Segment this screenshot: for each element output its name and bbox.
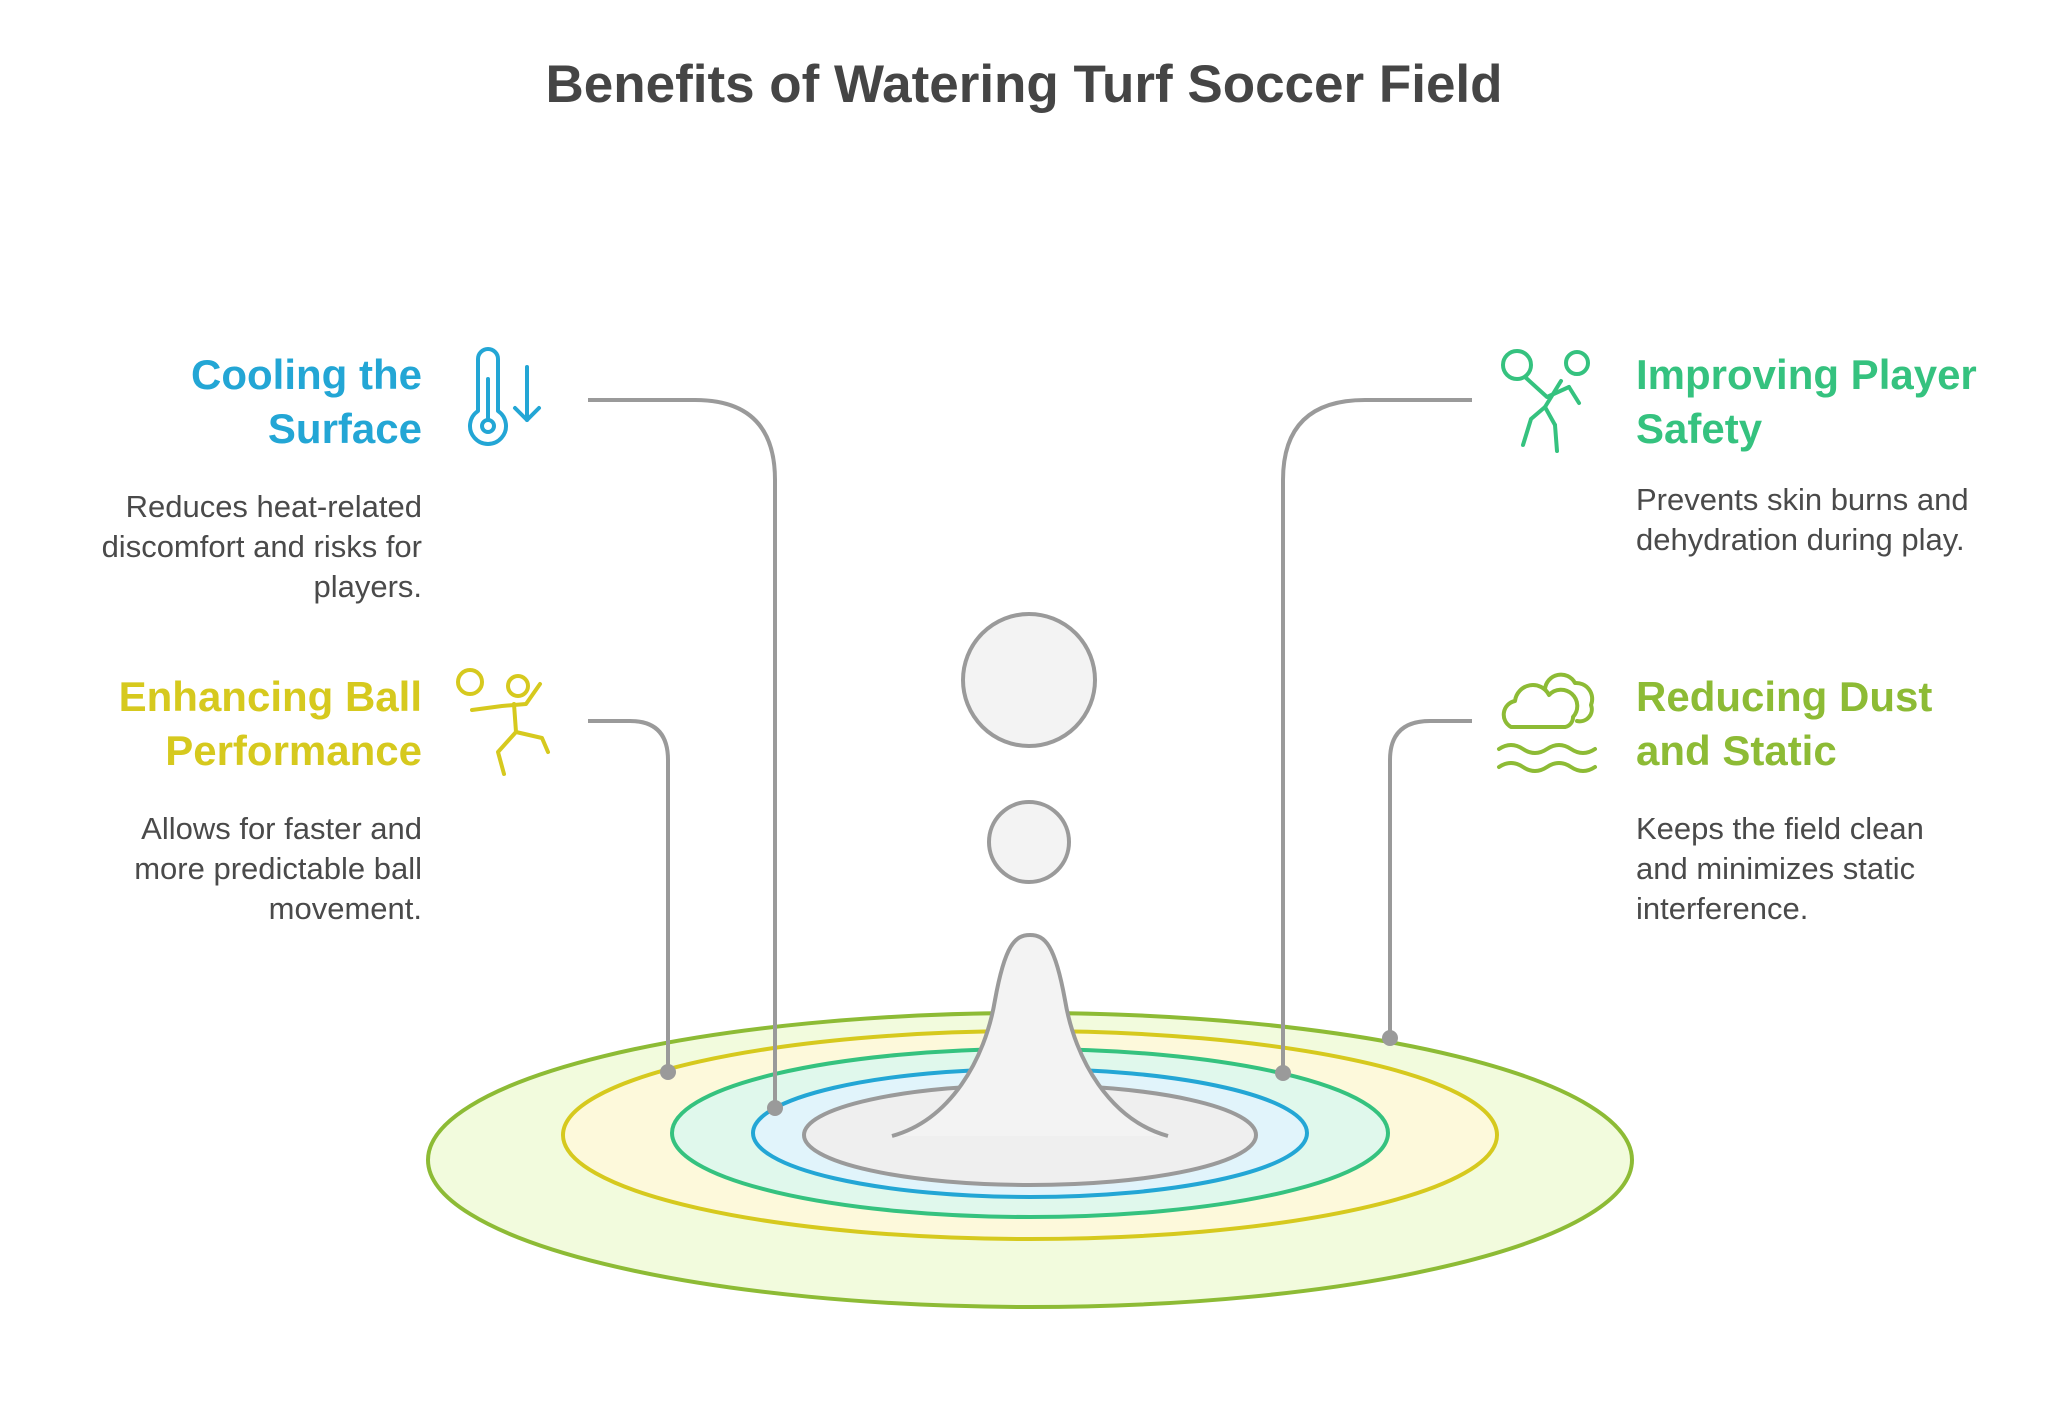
desc-cooling-line3: players. <box>313 569 422 604</box>
desc-cooling-line2: discomfort and risks for <box>101 529 422 564</box>
desc-dust-line1: Keeps the field clean <box>1636 811 1924 846</box>
desc-enhancing-line2: more predictable ball <box>134 851 422 886</box>
diagram-title: Benefits of Watering Turf Soccer Field <box>545 55 1503 114</box>
desc-cooling-line1: Reduces heat-related <box>125 489 422 524</box>
connectors <box>588 398 1472 1108</box>
connector-dots <box>660 1030 1398 1116</box>
heading-dust-line1: Reducing Dust <box>1636 673 1933 720</box>
connector-dust <box>1388 719 1472 1038</box>
connector-dot-cooling <box>767 1100 783 1116</box>
cloud-waves-icon <box>1497 672 1597 773</box>
desc-safety: Prevents skin burns and dehydration duri… <box>1636 480 2016 560</box>
heading-safety-line1: Improving Player <box>1636 351 1977 398</box>
heading-enhancing: Enhancing Ball Performance <box>40 670 422 778</box>
desc-safety-line2: dehydration during play. <box>1636 522 1965 557</box>
thermometer-down-icon <box>468 347 541 446</box>
desc-enhancing-line1: Allows for faster and <box>141 811 422 846</box>
desc-enhancing: Allows for faster and more predictable b… <box>40 809 422 929</box>
heading-cooling-line1: Cooling the <box>191 351 422 398</box>
heading-cooling-line2: Surface <box>267 405 422 452</box>
desc-safety-line1: Prevents skin burns and <box>1636 482 1969 517</box>
heading-dust: Reducing Dust and Static <box>1636 670 2016 778</box>
splash-peak-outline <box>891 932 1169 1138</box>
heading-enhancing-line2: Performance <box>165 727 422 774</box>
connector-enhancing <box>588 719 670 1072</box>
heading-dust-line2: and Static <box>1636 727 1837 774</box>
desc-cooling: Reduces heat-related discomfort and risk… <box>40 487 422 607</box>
connector-dot-safety <box>1275 1065 1291 1081</box>
heading-safety: Improving Player Safety <box>1636 348 2016 456</box>
droplet-large <box>961 612 1097 748</box>
droplet-small <box>987 800 1071 884</box>
connector-dot-enhancing <box>660 1064 676 1080</box>
player-throwing-icon <box>1501 349 1590 453</box>
desc-enhancing-line3: movement. <box>268 891 422 926</box>
desc-dust: Keeps the field clean and minimizes stat… <box>1636 809 2016 929</box>
player-kicking-ball-icon <box>456 668 550 776</box>
connector-dot-dust <box>1382 1030 1398 1046</box>
heading-cooling: Cooling the Surface <box>120 348 422 456</box>
connector-safety <box>1281 398 1472 1073</box>
desc-dust-line3: interference. <box>1636 891 1809 926</box>
connector-cooling <box>588 398 777 1108</box>
heading-enhancing-line1: Enhancing Ball <box>118 673 422 720</box>
heading-safety-line2: Safety <box>1636 405 1763 452</box>
desc-dust-line2: and minimizes static <box>1636 851 1916 886</box>
